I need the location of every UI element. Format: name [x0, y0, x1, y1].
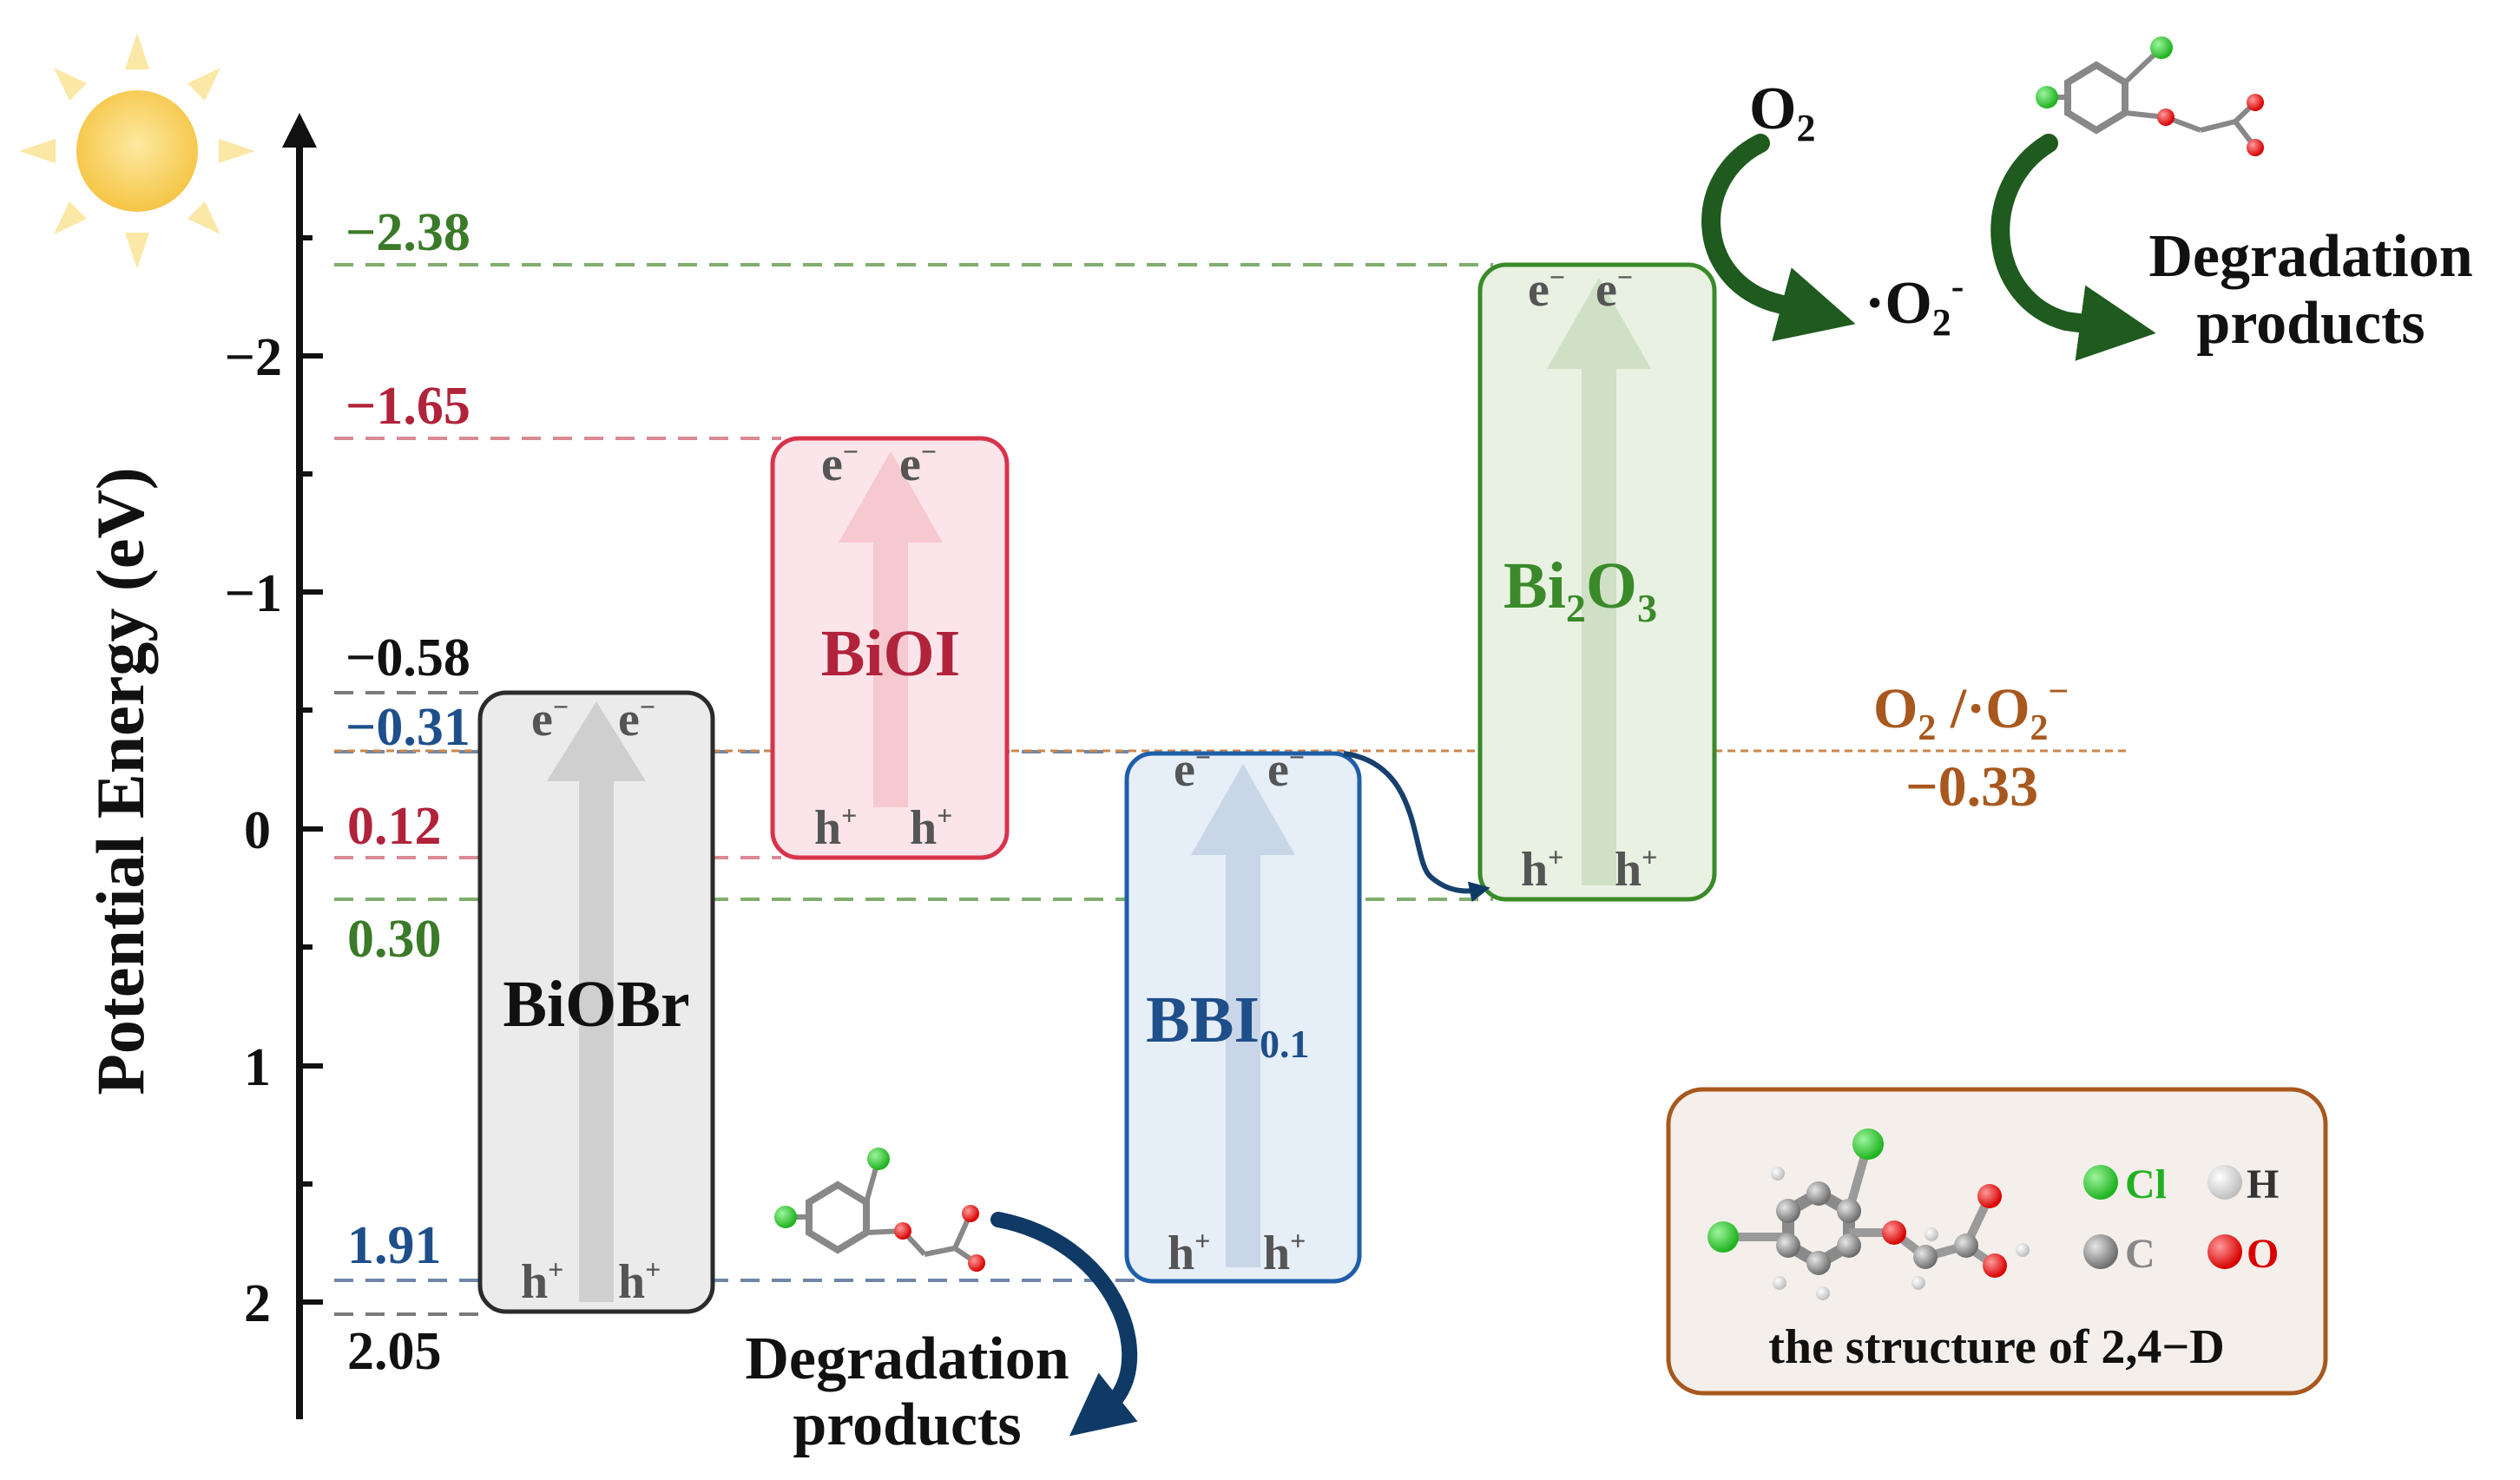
level-label: −1.65 [345, 377, 470, 436]
electron-label: e− [1528, 261, 1565, 317]
hole-label: h+ [1263, 1225, 1306, 1280]
tick-label: 2 [244, 1274, 271, 1333]
tick-label: 1 [244, 1038, 271, 1097]
biobr-band: BiOBr e− e− h+ h+ [477, 690, 715, 1314]
legend-title: the structure of 2,4−D [1768, 1320, 2224, 1374]
svg-text:O2 /·O2−: O2 /·O2− [1873, 672, 2069, 748]
electron-label: e− [1267, 741, 1305, 797]
tick-label: 0 [244, 801, 271, 860]
energy-axis: −2 −1 0 1 2 Potential Energy (eV) [82, 113, 323, 1419]
cl-atom-icon [2083, 1165, 2118, 1200]
band-label: BiOI [821, 617, 961, 690]
hole-label: h+ [1168, 1225, 1210, 1280]
level-label: −0.58 [345, 628, 470, 687]
band-label: Bi2O3 [1503, 549, 1657, 630]
sun-icon [19, 33, 255, 269]
electron-label: e− [1596, 261, 1633, 317]
bi2o3-band: Bi2O3 e− e− h+ h+ [1477, 261, 1717, 902]
svg-text:products: products [2196, 290, 2425, 357]
hole-label: h+ [521, 1253, 563, 1309]
bioi-band: BiOI e− e− h+ h+ [770, 436, 1010, 860]
legend-h: H [2247, 1161, 2279, 1207]
hole-label: h+ [1615, 841, 1657, 897]
svg-text:products: products [793, 1391, 1021, 1458]
h-atom-icon [2207, 1165, 2242, 1200]
superoxide-label: ·O2- [1865, 265, 1964, 344]
c-atom-icon [2083, 1234, 2118, 1269]
level-label: 0.12 [347, 797, 442, 856]
degradation-label-top: Degradation products [2148, 223, 2472, 357]
o-atom-icon [2207, 1234, 2242, 1269]
svg-text:Degradation: Degradation [745, 1325, 1069, 1392]
hole-label: h+ [1521, 841, 1563, 897]
legend-molecule [1707, 1128, 2030, 1300]
legend-c: C [2125, 1231, 2155, 1277]
electron-label: e− [899, 436, 937, 491]
axis-label: Potential Energy (eV) [82, 467, 158, 1095]
tick-label: −2 [225, 328, 282, 387]
level-label: −2.38 [345, 203, 470, 262]
molecule-bottom [774, 1148, 985, 1272]
band-label: BBI0.1 [1146, 983, 1309, 1066]
redox-label: O2 /·O2− −0.33 [1873, 672, 2069, 819]
bbi-band: BBI0.1 e− e− h+ h+ [1124, 741, 1362, 1284]
legend-o: O [2247, 1231, 2279, 1277]
hole-label: h+ [814, 799, 857, 855]
electron-label: e− [1174, 741, 1211, 797]
molecule-top [2036, 36, 2264, 156]
electron-label: e− [618, 691, 655, 747]
redox-potential: −0.33 [1905, 755, 2038, 819]
level-label: 0.30 [347, 910, 442, 969]
band-label: BiOBr [503, 968, 689, 1041]
structure-legend: Cl H C O the structure of 2,4−D [1666, 1087, 2328, 1396]
superoxide-reaction: O2 ·O2- [1701, 76, 1964, 344]
o2-label: O2 [1749, 76, 1815, 149]
level-label: 1.91 [347, 1216, 442, 1275]
tick-label: −1 [225, 564, 282, 623]
electron-label: e− [821, 436, 859, 491]
level-label: 2.05 [347, 1322, 442, 1381]
svg-text:Degradation: Degradation [2148, 223, 2472, 290]
reaction-arrow [1701, 134, 1856, 342]
degradation-arrow [1990, 134, 2156, 361]
level-label: −0.31 [345, 698, 470, 757]
hole-label: h+ [910, 799, 952, 855]
electron-label: e− [531, 691, 569, 747]
degradation-arrow-bottom [990, 1212, 1138, 1437]
hole-label: h+ [618, 1253, 661, 1309]
degradation-label-bottom: Degradation products [745, 1325, 1069, 1458]
transfer-arrow [1343, 751, 1490, 903]
legend-cl: Cl [2125, 1161, 2167, 1207]
